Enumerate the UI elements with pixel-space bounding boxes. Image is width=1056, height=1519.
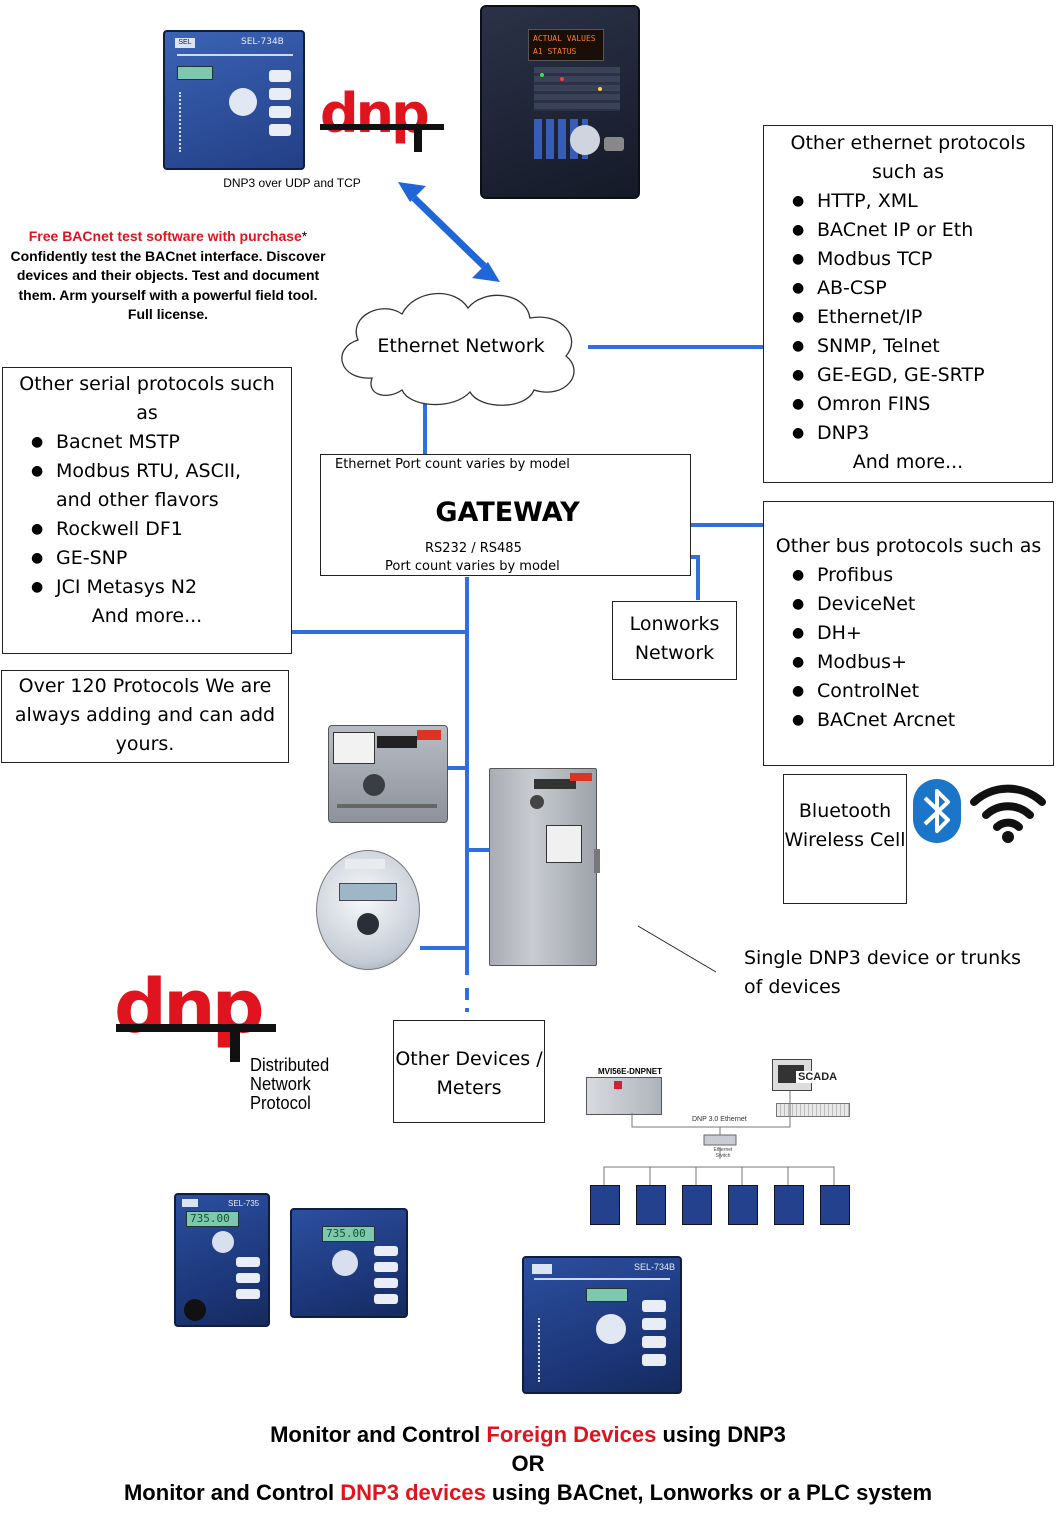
lonworks-network-label: Lonworks Network (629, 613, 720, 664)
gateway-top-note: Ethernet Port count varies by model (335, 457, 570, 472)
gateway-box: Ethernet Port count varies by model GATE… (320, 454, 691, 576)
bluetooth-icon (912, 778, 962, 849)
single-dnp3-text: Single DNP3 device or trunks of devices (744, 947, 1022, 998)
list-item: SNMP, Telnet (764, 332, 1052, 361)
footer-line1-text-c: using DNP3 (656, 1422, 786, 1447)
list-item: HTTP, XML (764, 187, 1052, 216)
gateway-title: GATEWAY (435, 497, 580, 528)
footer-line2-text-a: Monitor and Control (123, 1480, 341, 1505)
footer-line1-highlight: Foreign Devices (486, 1422, 657, 1447)
relay-display-a: 735.00 (186, 1211, 239, 1227)
list-item: BACnet Arcnet (764, 706, 1053, 735)
footer-line2: Monitor and Control DNP3 devices using B… (0, 1478, 1056, 1507)
list-item: Ethernet/IP (764, 303, 1052, 332)
svg-text:dnp: dnp (320, 84, 428, 145)
promo-body: Confidently test the BACnet interface. D… (10, 247, 326, 323)
list-item: DeviceNet (764, 590, 1053, 619)
protocol-count-text: Over 120 Protocols We are always adding … (14, 675, 276, 755)
meter-box-image (328, 725, 448, 823)
dnp-logo-line1: Distributed (250, 1055, 330, 1075)
list-item: GE-SNP (3, 544, 291, 573)
ge-display-line1: ACTUAL VALUES (533, 34, 596, 43)
ethernet-protocols-footer: And more... (852, 451, 964, 473)
scada-module-label: MVI56E-DNPNET (598, 1067, 663, 1076)
bus-protocols-list: Profibus DeviceNet DH+ Modbus+ ControlNe… (764, 561, 1053, 735)
serial-protocols-list: Bacnet MSTP Modbus RTU, ASCII, and other… (3, 428, 291, 602)
ethernet-network-label: Ethernet Network (377, 335, 545, 357)
pointer-line (637, 925, 717, 973)
list-item: Omron FINS (764, 390, 1052, 419)
other-devices-box: Other Devices / Meters (393, 1020, 545, 1123)
serial-protocols-box: Other serial protocols such as Bacnet MS… (2, 367, 292, 654)
list-item: Bacnet MSTP (3, 428, 291, 457)
list-item: ControlNet (764, 677, 1053, 706)
ge-relay-image: ACTUAL VALUES A1 STATUS (480, 5, 640, 199)
ge-display-line2: A1 STATUS (533, 47, 577, 56)
list-item: GE-EGD, GE-SRTP (764, 361, 1052, 390)
footer-line2-highlight: DNP3 devices (340, 1480, 486, 1505)
udp-tcp-double-arrow (398, 182, 500, 282)
list-item: Rockwell DF1 (3, 515, 291, 544)
relay-display-b: 735.00 (322, 1226, 375, 1242)
promo-block: Free BACnet test software with purchase*… (6, 227, 330, 325)
protocol-count-box: Over 120 Protocols We are always adding … (1, 670, 289, 763)
lonworks-network-box: Lonworks Network (612, 601, 737, 680)
bus-protocols-box: Other bus protocols such as Profibus Dev… (763, 501, 1054, 766)
dnp-logo-caption: Distributed Network Protocol (250, 1056, 329, 1113)
dnp-logo-large: dnp (112, 964, 282, 1069)
list-item: AB-CSP (764, 274, 1052, 303)
dnp-logo-line2: Network (250, 1074, 311, 1094)
dnp-logo-small: dnp (318, 82, 448, 159)
device-tag: SEL-734B (241, 37, 284, 47)
wireless-box: Bluetooth Wireless Cell (783, 774, 907, 904)
ethernet-protocols-heading: Other ethernet protocols such as (790, 132, 1026, 183)
dnp3-udp-tcp-caption: DNP3 over UDP and TCP (223, 176, 361, 190)
ethernet-network-cloud: Ethernet Network (330, 282, 590, 410)
footer-line1-text-a: Monitor and Control (270, 1422, 487, 1447)
footer-line1: Monitor and Control Foreign Devices usin… (0, 1420, 1056, 1449)
other-devices-label: Other Devices / Meters (395, 1048, 543, 1099)
scada-network-diagram: MVI56E-DNPNET SCADA DNP 3.0 Ethernet Eth… (584, 1055, 856, 1240)
wireless-label: Bluetooth Wireless Cell (784, 800, 906, 851)
footer: Monitor and Control Foreign Devices usin… (0, 1420, 1056, 1507)
list-item: BACnet IP or Eth (764, 216, 1052, 245)
ethernet-protocols-box: Other ethernet protocols such as HTTP, X… (763, 125, 1053, 483)
serial-protocols-footer: And more... (91, 605, 203, 627)
list-item: JCI Metasys N2 (3, 573, 291, 602)
scada-switch-label: Ethernet Switch (713, 1147, 733, 1159)
list-item: DNP3 (764, 419, 1052, 448)
promo-highlight: Free BACnet test software with purchase (28, 228, 302, 244)
list-item: Profibus (764, 561, 1053, 590)
dnp-logo-line3: Protocol (250, 1093, 311, 1113)
list-item: Modbus RTU, ASCII, and other flavors (3, 457, 291, 515)
relay-model-b: SEL-734B (634, 1262, 676, 1272)
list-item: Modbus TCP (764, 245, 1052, 274)
serial-protocols-heading: Other serial protocols such as (19, 373, 275, 424)
scada-network-label: DNP 3.0 Ethernet (692, 1116, 747, 1123)
sel-relay-top-image: SEL SEL-734B (163, 30, 305, 170)
scada-station-label: SCADA (796, 1071, 840, 1083)
promo-asterisk: * (301, 228, 308, 244)
footer-line2-text-c: using BACnet, Lonworks or a PLC system (485, 1480, 932, 1505)
list-item: DH+ (764, 619, 1053, 648)
gateway-to-lonworks-line (690, 555, 700, 600)
bus-protocols-heading: Other bus protocols such as (775, 535, 1042, 557)
wifi-icon (970, 780, 1046, 849)
svg-text:dnp: dnp (114, 968, 262, 1050)
gateway-bottom-note: Port count varies by model (385, 559, 560, 574)
relay-model-a: SEL-735 (228, 1199, 260, 1208)
sel-relay-middle-image: 735.00 (290, 1208, 408, 1318)
ethernet-protocols-list: HTTP, XML BACnet IP or Eth Modbus TCP AB… (764, 187, 1052, 448)
round-meter-image (316, 850, 420, 970)
list-item: Modbus+ (764, 648, 1053, 677)
footer-or: OR (511, 1451, 545, 1476)
sel-735-relay-image: SEL-735 735.00 (174, 1193, 270, 1327)
control-cabinet-image (489, 768, 600, 966)
gateway-serial-line: RS232 / RS485 (425, 541, 522, 556)
sel-734b-relay-image: SEL-734B (522, 1256, 682, 1394)
